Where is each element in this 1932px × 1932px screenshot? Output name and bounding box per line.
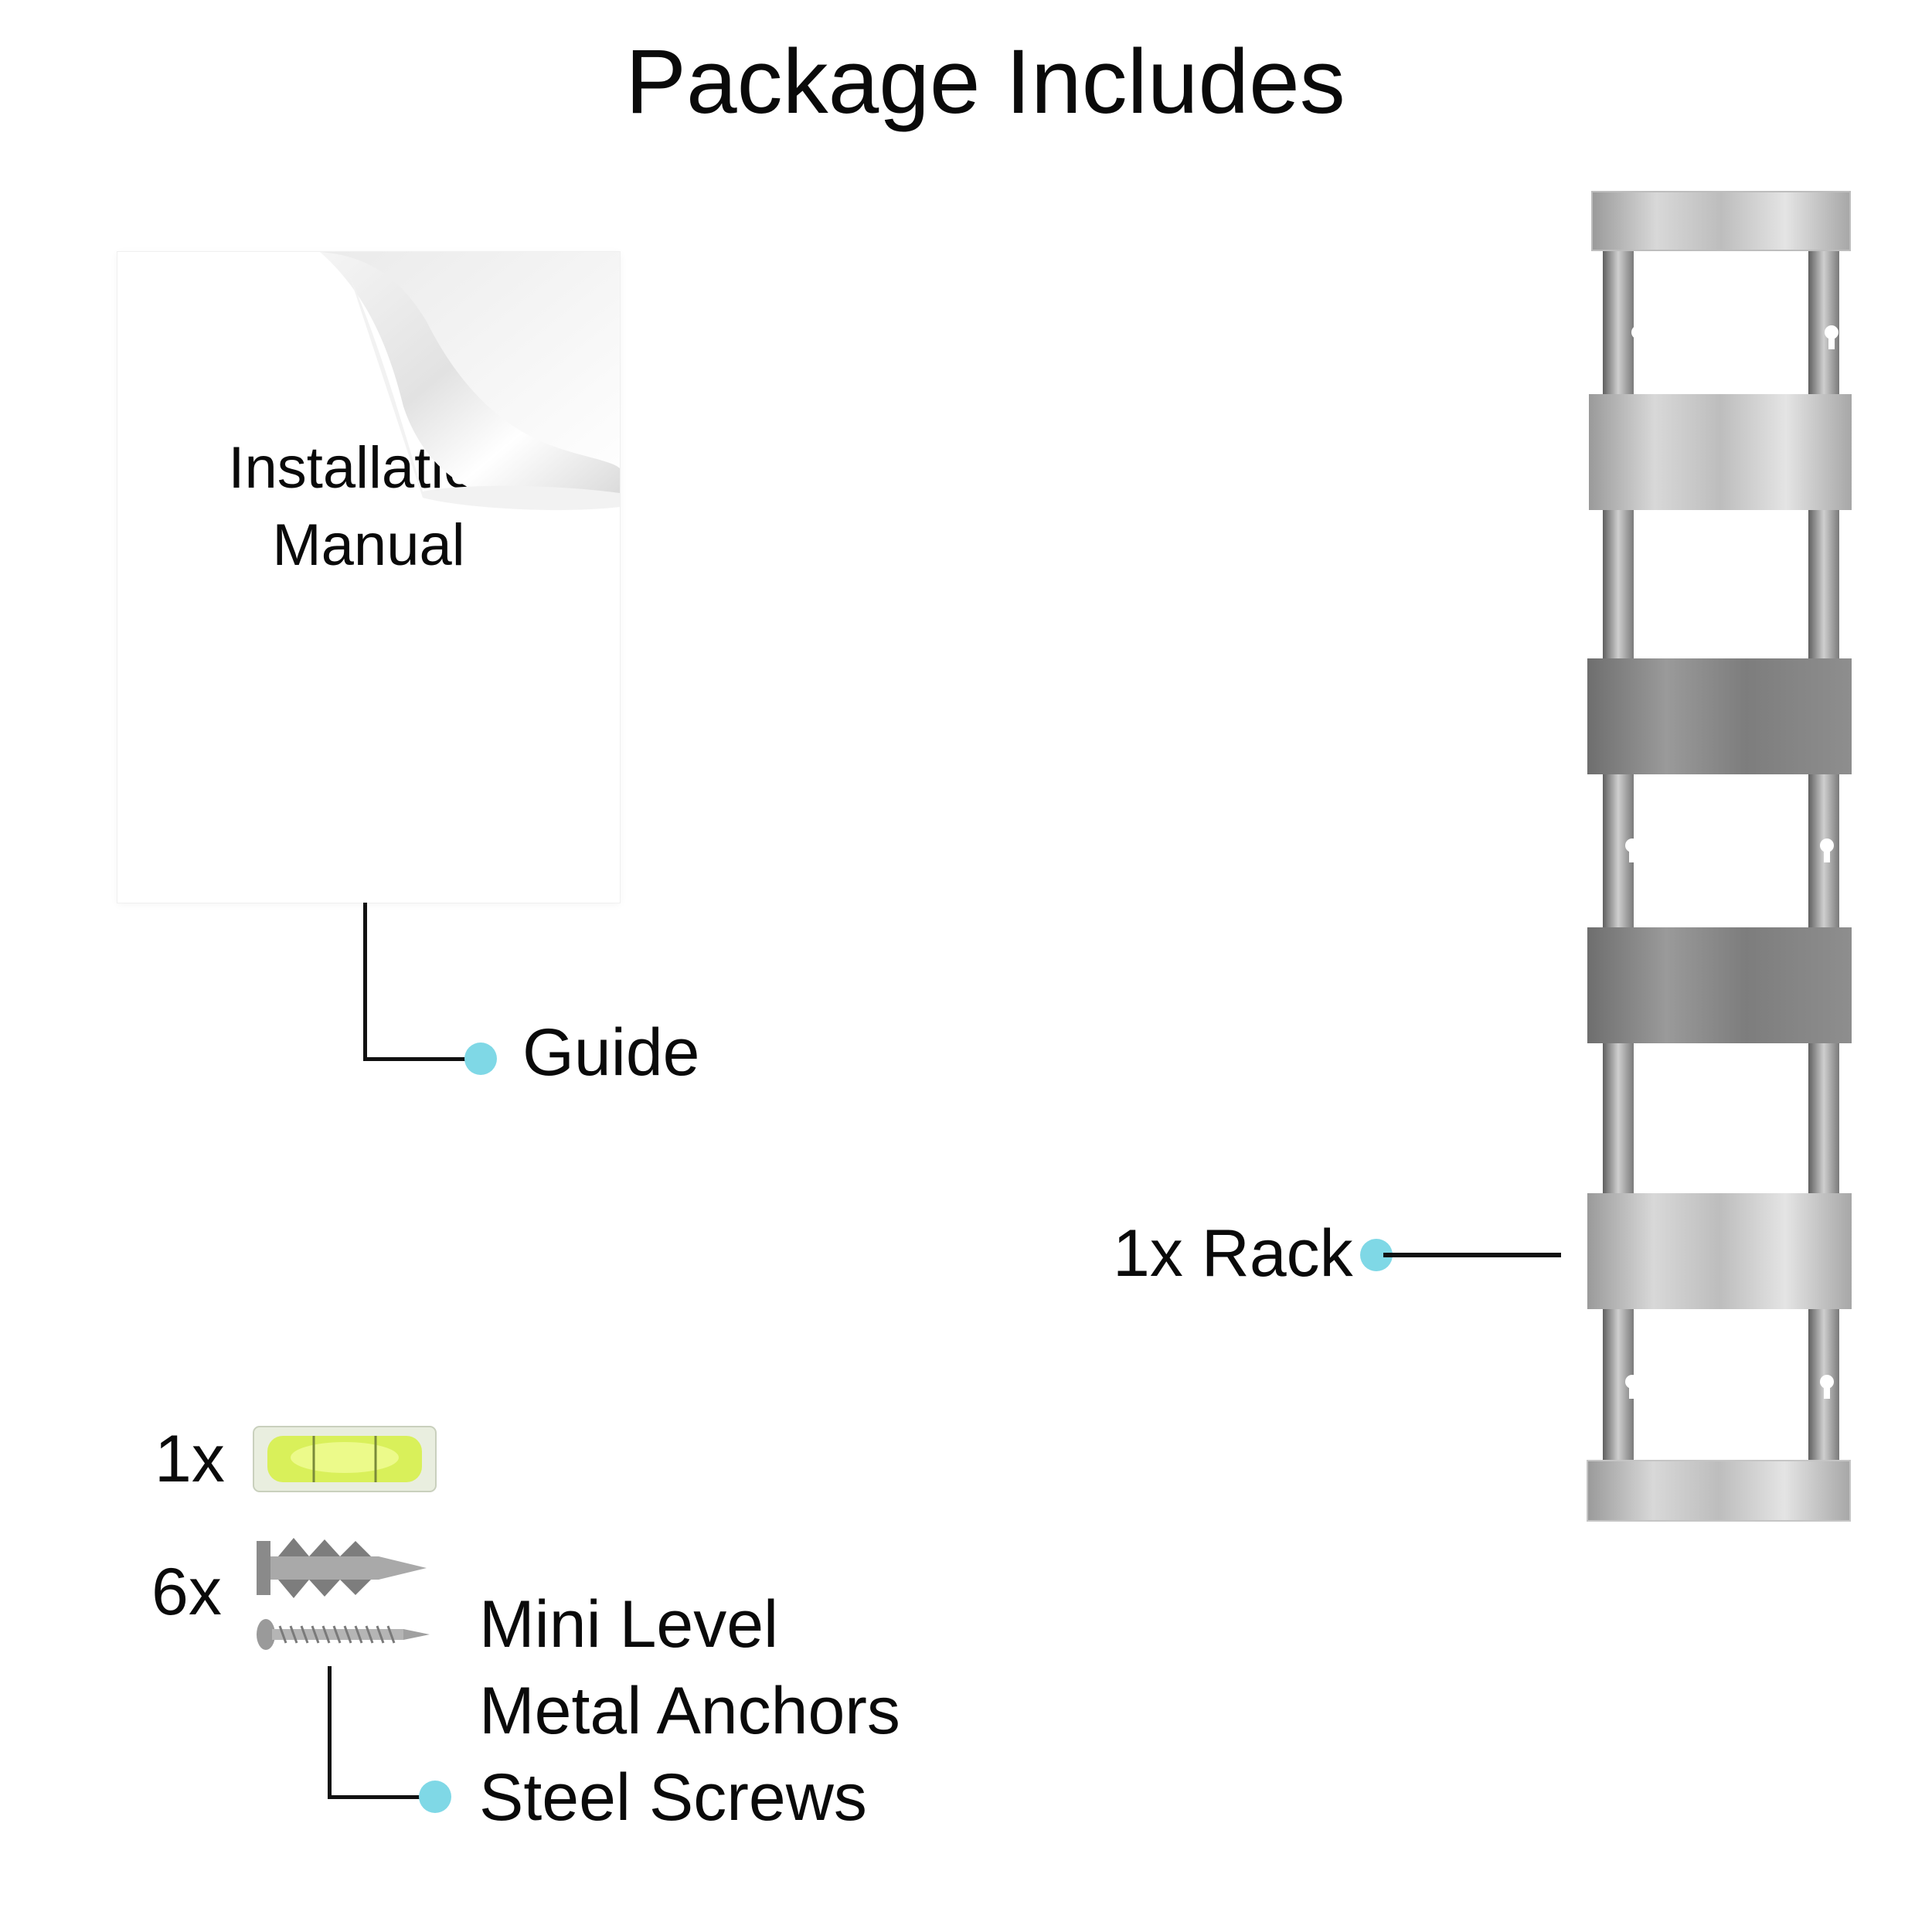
anchors-quantity: 6x [151,1555,222,1629]
guide-connector-horizontal [363,1057,479,1061]
rack-connector [1383,1253,1561,1257]
label-mini-level: Mini Level [479,1587,779,1662]
label-metal-anchors: Metal Anchors [479,1674,900,1748]
label-steel-screws: Steel Screws [479,1760,867,1835]
guide-label: Guide [522,1015,700,1090]
guide-connector-vertical [363,903,367,1060]
installation-manual-image: Installation Manual [117,252,620,903]
page-title: Package Includes [625,31,1345,133]
hardware-dot [419,1781,451,1813]
metal-anchor-image [257,1538,427,1598]
mini-level-image [253,1426,437,1492]
manual-title-line2: Manual [272,512,465,578]
steel-screw-image [257,1619,430,1650]
level-quantity: 1x [155,1422,225,1496]
wine-rack-image [1587,191,1852,1522]
hardware-connector-vertical [328,1666,332,1799]
guide-dot [464,1043,497,1075]
page-curl-icon [320,252,620,511]
rack-label: 1x Rack [1113,1216,1353,1291]
hardware-connector-horizontal [328,1795,436,1799]
